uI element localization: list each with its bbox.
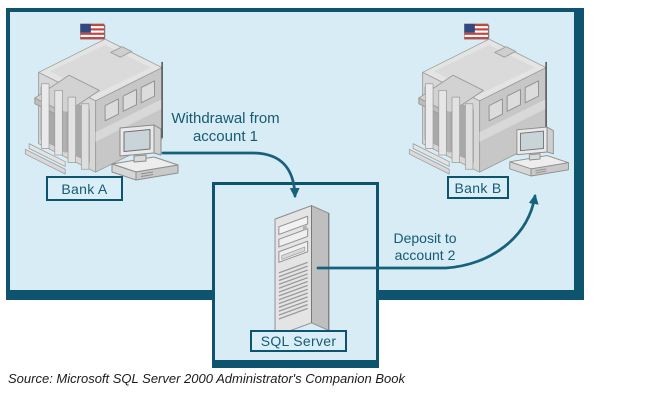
bank-a-label-text: Bank A: [61, 180, 108, 197]
bank-b-label-text: Bank B: [454, 179, 502, 196]
sql-server-label: SQL Server: [250, 330, 347, 352]
source-caption: Source: Microsoft SQL Server 2000 Admini…: [8, 371, 405, 386]
sql-server-label-text: SQL Server: [260, 333, 337, 349]
bank-b-label: Bank B: [447, 176, 509, 199]
bank-a-label: Bank A: [46, 176, 123, 201]
deposit-annotation-line2: account 2: [394, 247, 456, 263]
bank-b-computer-icon: [508, 126, 572, 178]
withdrawal-annotation: Withdrawal from account 1: [148, 110, 303, 146]
deposit-annotation: Deposit to account 2: [383, 230, 467, 264]
withdrawal-annotation-line1: Withdrawal from: [171, 110, 280, 127]
server-tower-icon: [252, 198, 348, 342]
deposit-annotation-line1: Deposit to: [393, 230, 457, 246]
withdrawal-annotation-line2: account 1: [192, 128, 259, 145]
